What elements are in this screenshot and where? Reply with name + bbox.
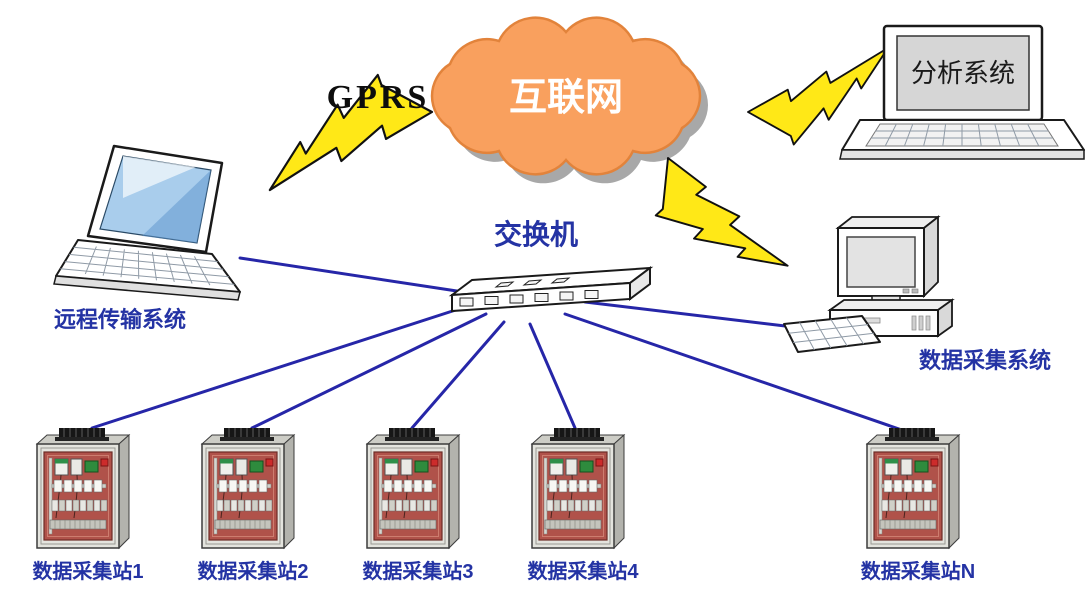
cabinet-station-3	[366, 427, 460, 549]
laptop-display-highlight	[123, 156, 196, 198]
remote-laptop	[53, 144, 241, 301]
analysis-laptop: 分析系统	[839, 24, 1085, 160]
station-label-4: 数据采集站4	[527, 559, 639, 583]
laptop-display-shade	[142, 170, 211, 243]
lightning-bolt-acquisition	[632, 153, 792, 305]
line-switch-station-2	[250, 312, 488, 430]
line-laptop-switch	[238, 256, 472, 295]
line-switch-station-1	[90, 304, 470, 430]
monitor-top-face	[835, 216, 941, 229]
analysis-display	[896, 35, 1030, 111]
internet-label: 互联网	[509, 77, 623, 119]
remote-system-label: 远程传输系统	[54, 307, 186, 332]
station-label-2: 数据采集站2	[197, 559, 308, 583]
monitor-screen	[846, 236, 916, 288]
monitor-button	[911, 288, 919, 294]
line-switch-station-n	[563, 312, 904, 432]
line-switch-station-4	[528, 322, 577, 430]
unit-vents	[911, 315, 931, 331]
internet-cloud: 互联网	[430, 16, 708, 184]
line-switch-station-3	[410, 320, 506, 430]
network-switch	[448, 266, 654, 313]
station-label-n: 数据采集站N	[861, 559, 975, 583]
station-label-3: 数据采集站3	[362, 559, 473, 583]
switch-ports	[459, 277, 599, 307]
analysis-system-label: 分析系统	[911, 58, 1015, 88]
laptop-front-edge	[53, 275, 241, 301]
line-switch-desktop	[583, 300, 804, 330]
monitor-side-face	[923, 215, 939, 299]
cabinet-station-2	[201, 427, 295, 549]
system-unit-top	[827, 299, 955, 311]
gprs-label: GPRS	[327, 79, 430, 116]
desktop-keyboard-grid	[788, 317, 874, 351]
switch-label: 交换机	[494, 218, 578, 250]
cabinet-station-n	[866, 427, 960, 549]
connection-lines	[90, 256, 904, 432]
laptop-key-grid	[60, 246, 235, 286]
analysis-keyboard-grid	[871, 123, 1053, 147]
cabinet-station-1	[36, 427, 130, 549]
station-label-1: 数据采集站1	[32, 559, 143, 583]
acquisition-desktop	[783, 215, 955, 353]
acquisition-system-label: 数据采集系统	[919, 348, 1051, 373]
monitor-button	[902, 288, 910, 294]
cabinet-station-4	[531, 427, 625, 549]
analysis-front-edge	[839, 149, 1085, 160]
